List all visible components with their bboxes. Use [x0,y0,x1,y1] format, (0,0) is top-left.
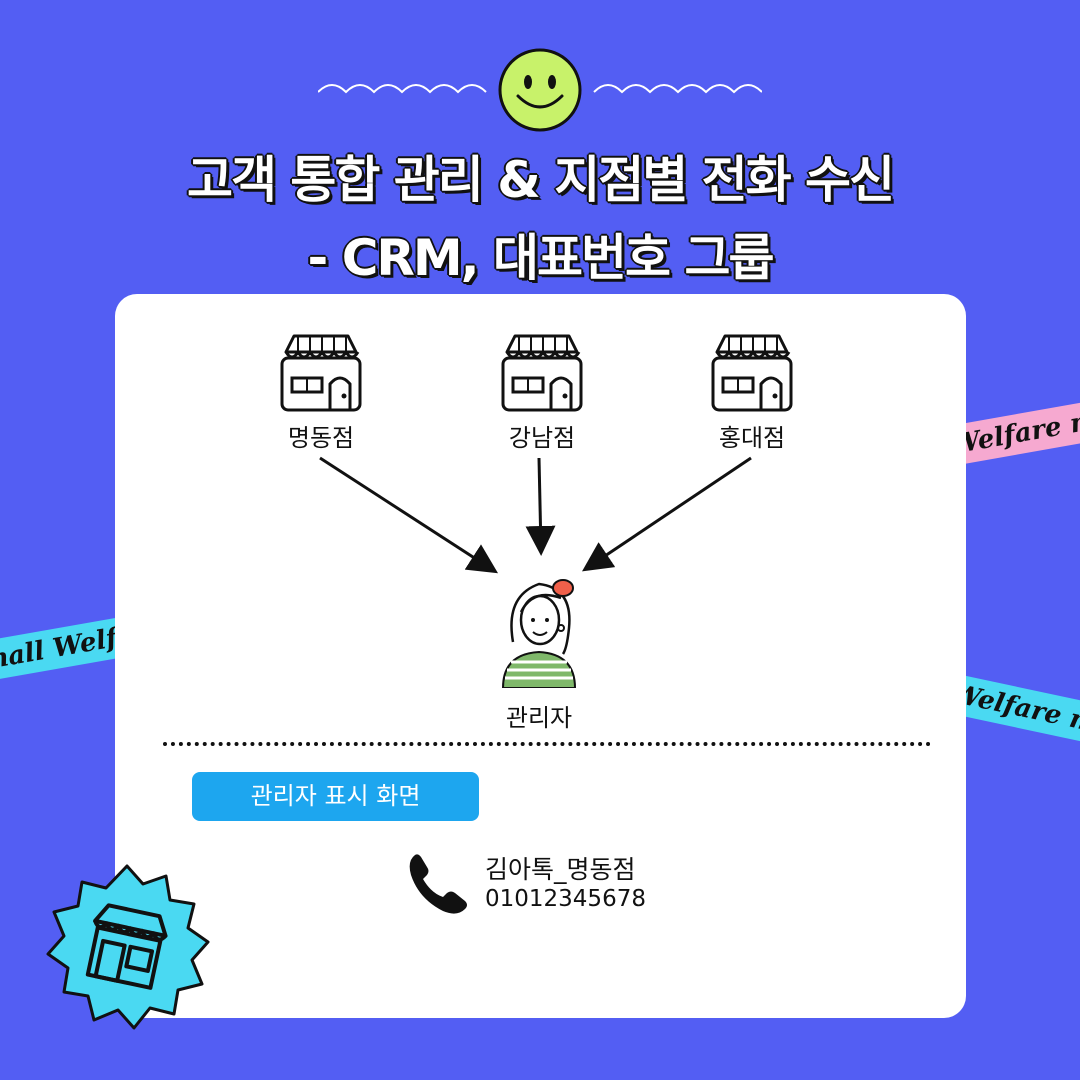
store-icon [711,334,793,412]
page-title-line1: 고객 통합 관리 & 지점별 전화 수신 [186,151,895,209]
flow-arrows [319,456,752,574]
store-label-gangnam: 강남점 [508,424,576,452]
ribbon-cyan-right: Welfare mall Welfare [947,673,1080,747]
store-icon [280,334,362,412]
caller-number: 01012345678 [485,886,646,912]
page-title-line2: - CRM, 대표번호 그룹 [307,229,775,287]
wave-decoration [318,84,762,94]
arrow-hongdae [582,456,752,572]
store-label-myeongdong: 명동점 [287,424,355,452]
store-badge-icon [46,864,210,1030]
section-divider [163,742,931,746]
store-icon [501,334,583,412]
admin-display-button[interactable]: 관리자 표시 화면 [192,772,479,821]
admin-label: 관리자 [505,704,573,732]
store-label-hongdae: 홍대점 [718,424,786,452]
ribbon-pink: Welfare mall Welfare mall [947,398,1080,466]
smiley-icon [498,48,582,132]
admin-avatar [501,579,577,688]
diagram-card: 명동점 강남점 홍대점 [115,294,966,1018]
caller-name: 김아톡_명동점 [485,855,636,884]
arrow-myeongdong [319,456,499,574]
phone-icon [409,854,467,914]
arrow-gangnam [525,457,556,556]
